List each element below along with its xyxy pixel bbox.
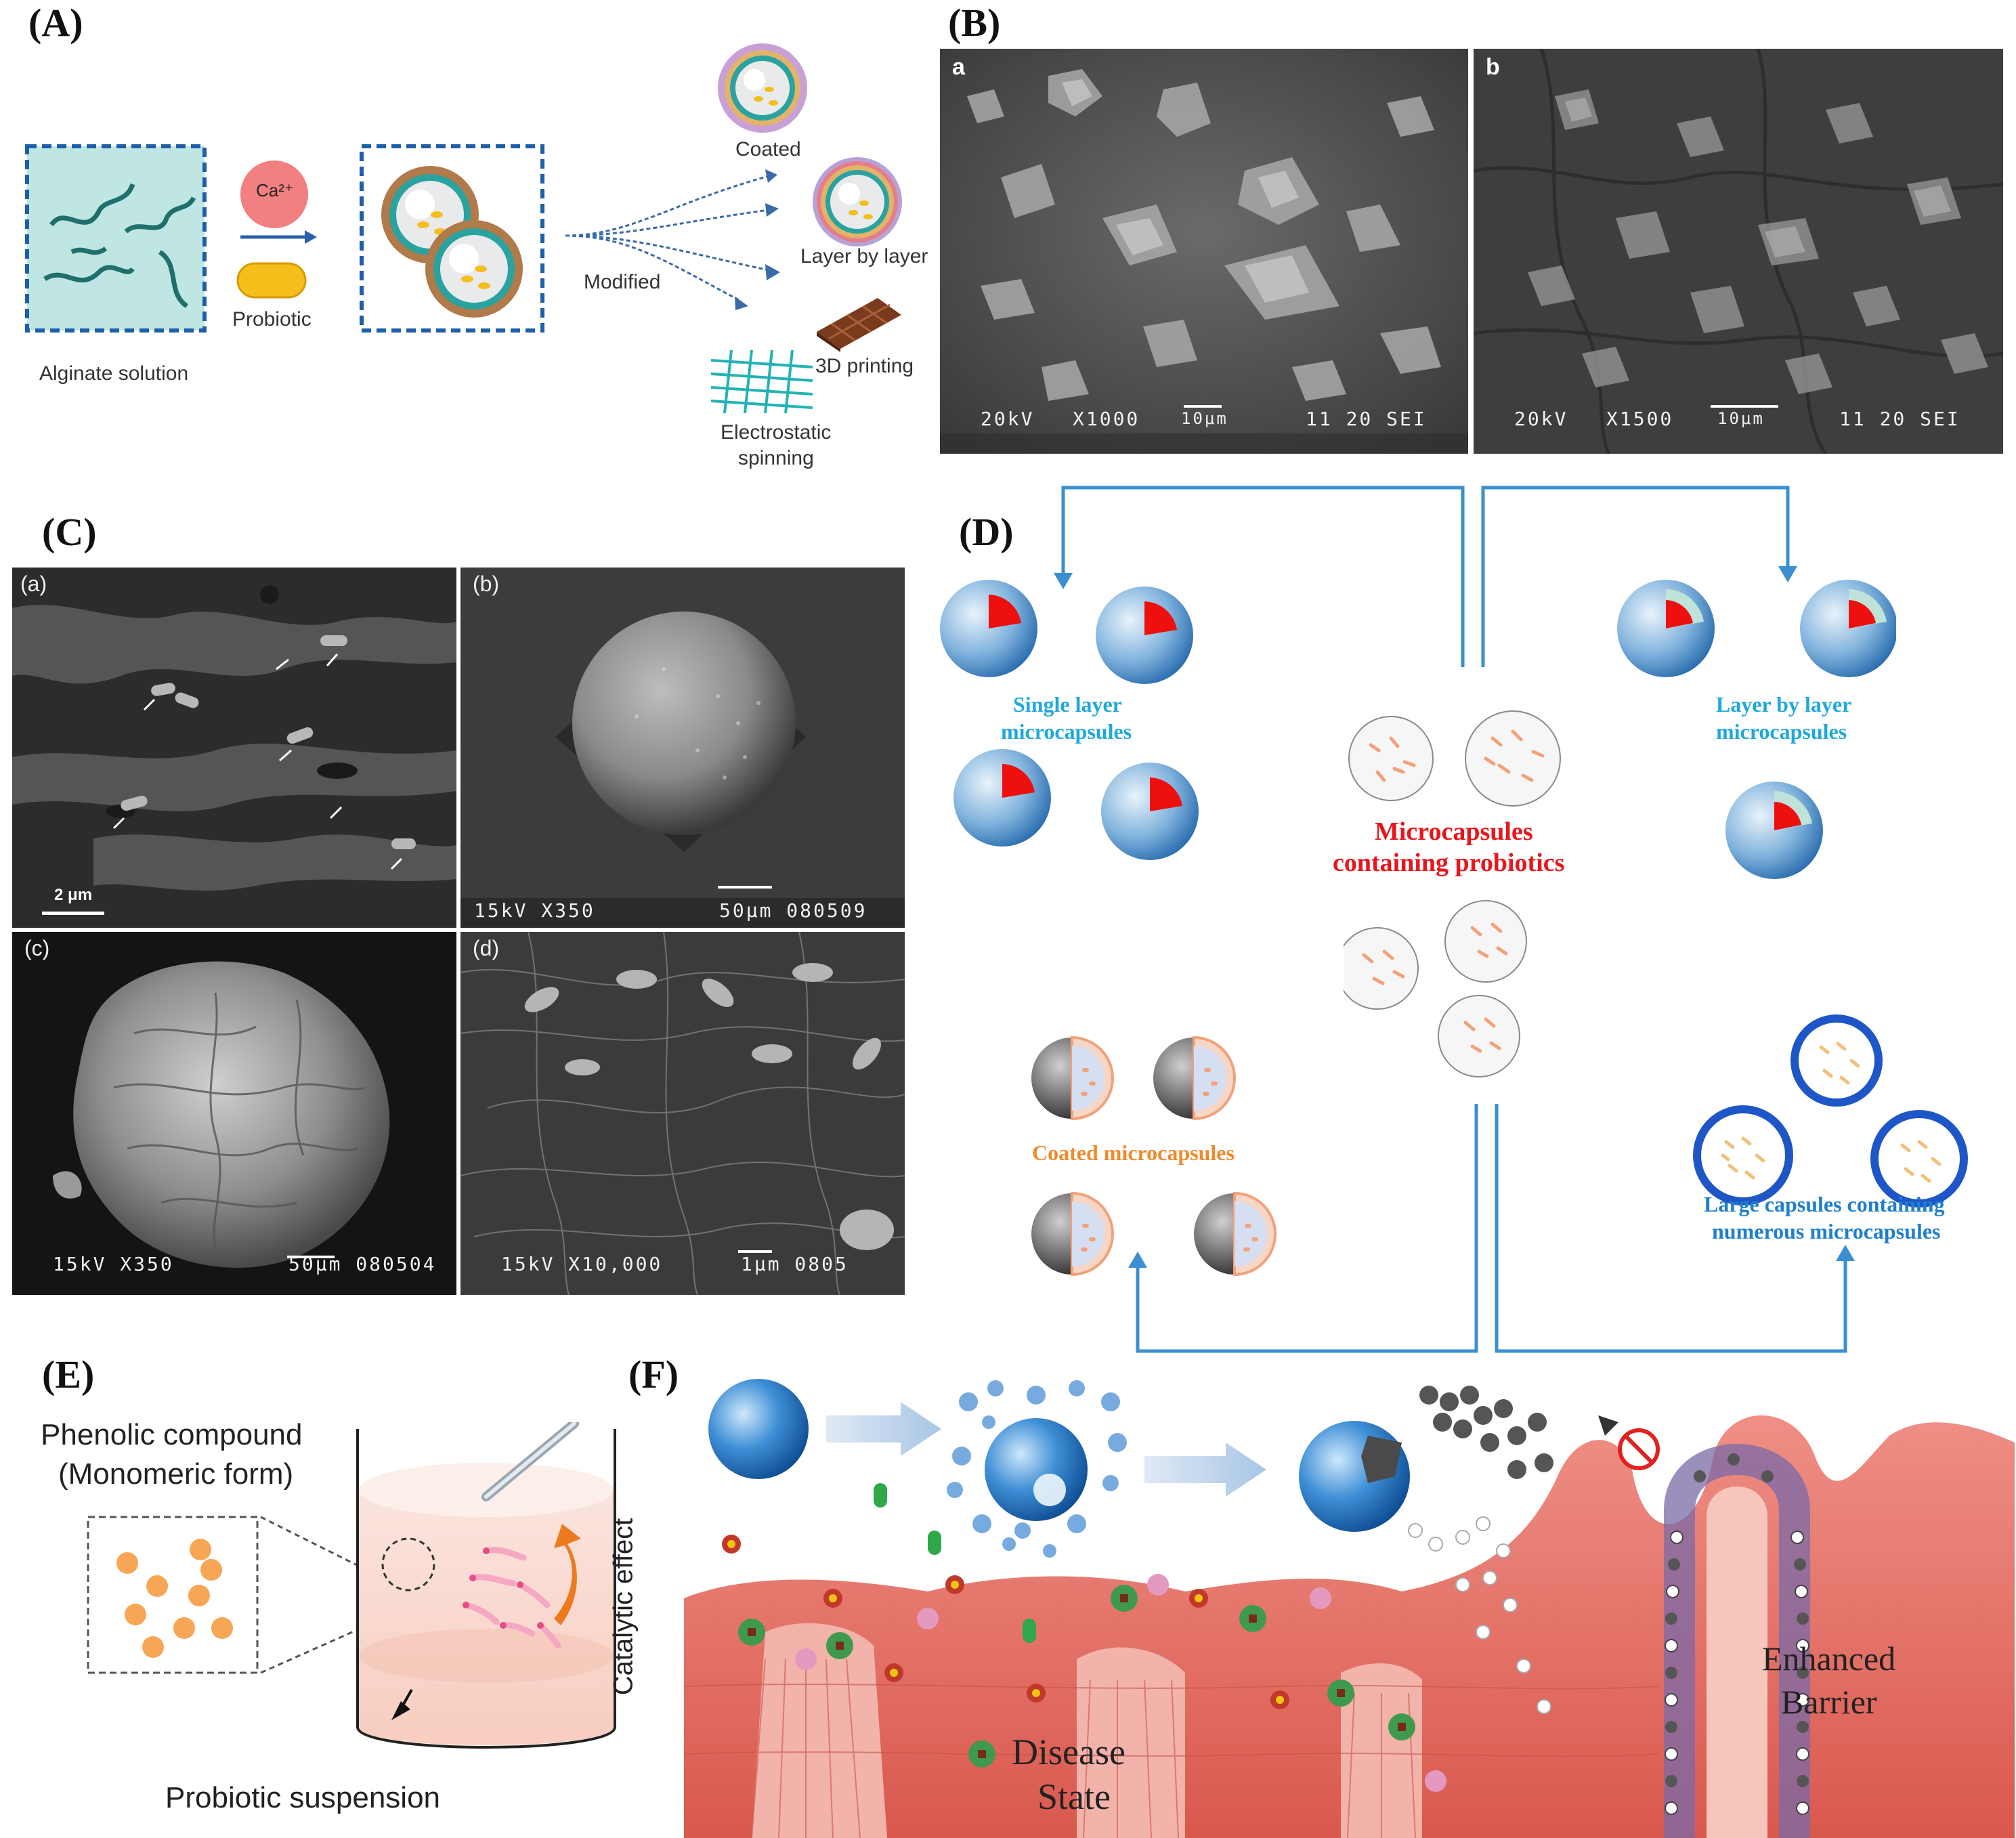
panel-b-label: (B) (948, 1, 1001, 45)
sem-b-b-scalebar (1711, 405, 1778, 408)
single-layer-capsules-icon (940, 580, 1199, 860)
probiotic-label: Probiotic (232, 308, 312, 330)
coated-microcapsules-label: Coated microcapsules (1032, 1140, 1235, 1165)
panel-f-label: (F) (628, 1352, 679, 1396)
electrostatic-label: Electrostatic (721, 421, 832, 444)
chocolate-bar-icon (817, 298, 901, 352)
sem-c-b-info: 15kV X350 (474, 899, 595, 922)
sem-c-a-corner: (a) (20, 572, 47, 596)
sem-c-c-info: 15kV X350 (53, 1253, 174, 1275)
inset-zoom-lines (260, 1516, 383, 1674)
enhanced-barrier-label-1: Enhanced (1762, 1640, 1896, 1677)
sem-b-b-kv: 20kV (1514, 408, 1568, 430)
layer-by-layer-label-1: Layer by layer (1716, 692, 1852, 717)
spinning-label: spinning (738, 447, 814, 469)
probiotic-icon (236, 262, 307, 299)
single-layer-label-2: microcapsules (1001, 719, 1132, 744)
alginate-solution-box (25, 144, 207, 333)
panel-d-connector-arrows (1054, 486, 1855, 1353)
electrospun-fiber-icon (710, 349, 813, 414)
sem-image-c-c: (c) 15kV X350 50μm 080504 (12, 932, 456, 1295)
probiotic-microcapsules-label-2: containing probiotics (1333, 849, 1565, 877)
sem-b-b-scale: 10μm (1717, 409, 1765, 428)
panel-e-label: (E) (42, 1352, 95, 1396)
sem-c-b-scale: 50μm 080509 (719, 899, 867, 922)
modification-arrows (565, 169, 780, 310)
sem-image-c-a: (a) 2 μm (12, 568, 456, 928)
phenolic-label-2: (Monomeric form) (58, 1457, 294, 1491)
sem-c-a-scale: 2 μm (54, 886, 93, 904)
sem-b-b-corner: b (1486, 54, 1500, 80)
alginate-solution-label: Alginate solution (39, 362, 189, 385)
sem-b-a-scale: 10μm (1181, 409, 1228, 428)
catalytic-effect-label: Catalytic effect (608, 1518, 639, 1696)
panel-a-label: (A) (28, 1, 83, 45)
large-capsules-label-1: Large capsules containing (1704, 1192, 1945, 1216)
phenolic-label-1: Phenolic compound (41, 1418, 303, 1451)
probiotic-beaker (356, 1422, 616, 1749)
sem-c-b-corner: (b) (473, 572, 500, 596)
probiotic-microcapsules-icon (1344, 710, 1561, 1077)
layer-by-layer-label-2: microcapsules (1716, 719, 1847, 744)
layer-by-layer-label: Layer by layer (800, 245, 928, 268)
3d-printing-label: 3D printing (815, 355, 914, 377)
calcium-ion-label: Ca²⁺ (256, 180, 294, 200)
layer-by-layer-capsules-icon (1617, 580, 1896, 879)
disease-state-label-2: State (1037, 1776, 1111, 1817)
single-layer-label-1: Single layer (1013, 692, 1122, 717)
sem-c-c-scale: 50μm 080504 (288, 1253, 437, 1275)
sem-b-a-mag: X1000 (1073, 408, 1140, 430)
sem-c-d-corner: (d) (473, 936, 500, 960)
sem-b-b-mag: X1500 (1606, 408, 1674, 430)
probiotic-suspension-label: Probiotic suspension (165, 1781, 441, 1814)
sem-b-a-code: 11 20 SEI (1306, 408, 1427, 430)
sem-b-a-kv: 20kV (981, 408, 1035, 430)
intestine-illustration (683, 1379, 2015, 1838)
coated-label: Coated (735, 138, 801, 161)
microcapsules-box (360, 144, 544, 333)
phenolic-monomer-inset (87, 1516, 259, 1674)
panel-d-label: (D) (959, 510, 1014, 554)
large-capsules-label-2: numerous microcapsules (1712, 1219, 1941, 1243)
calcium-ion-icon (240, 161, 308, 228)
sem-image-b-b: b 20kV X1500 10μm 11 20 SEI (1474, 49, 2003, 454)
large-capsules-icon (1693, 1014, 1968, 1207)
reaction-arrow (240, 230, 317, 244)
sem-c-d-scale: 1μm 0805 (741, 1253, 849, 1275)
sem-b-a-corner: a (952, 54, 965, 80)
sem-image-c-d: (d) 15kV X10,000 1μm 0805 (460, 932, 905, 1295)
sem-b-b-code: 11 20 SEI (1839, 408, 1960, 430)
coated-microcapsules-icon (1031, 1035, 1277, 1277)
coated-capsule-icon (718, 43, 807, 133)
probiotic-microcapsules-label-1: Microcapsules (1375, 817, 1533, 846)
modified-label: Modified (584, 271, 661, 293)
sem-image-c-b: (b) 15kV X350 50μm 080509 (460, 568, 905, 928)
panel-c-label: (C) (42, 510, 97, 554)
sem-c-d-info: 15kV X10,000 (501, 1253, 663, 1275)
layer-by-layer-capsule-icon (813, 157, 902, 247)
sem-c-c-corner: (c) (24, 936, 50, 960)
sem-image-b-a: a 20kV X1000 10μm 11 20 SEI (940, 49, 1468, 454)
disease-state-label-1: Disease (1012, 1732, 1125, 1772)
enhanced-barrier-label-2: Barrier (1781, 1683, 1877, 1721)
sem-b-a-scalebar (1184, 405, 1222, 408)
